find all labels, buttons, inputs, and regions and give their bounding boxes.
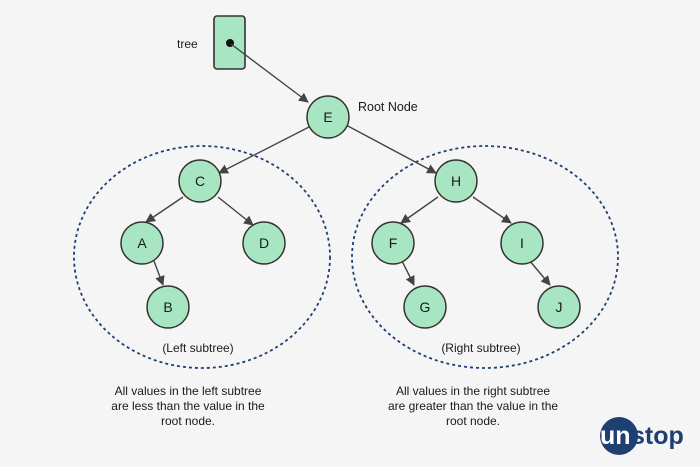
node-E: E xyxy=(306,95,350,139)
right-description-line-1: All values in the right subtree xyxy=(396,384,550,398)
logo-text-part2: stop xyxy=(631,422,684,450)
node-D: D xyxy=(242,221,286,265)
edge-E-C xyxy=(218,125,312,174)
edge-F-G xyxy=(401,260,415,286)
left-description-line-2: are less than the value in the xyxy=(111,399,265,413)
root-node-label: Root Node xyxy=(358,100,418,114)
node-label: C xyxy=(195,173,205,189)
left-description-line-1: All values in the left subtree xyxy=(115,384,262,398)
edge-I-J xyxy=(528,259,551,286)
tree-pointer-label: tree xyxy=(177,37,198,51)
node-label: I xyxy=(520,235,524,251)
edge-C-D xyxy=(217,196,254,226)
logo-circle xyxy=(600,417,638,455)
node-I: I xyxy=(500,221,544,265)
node-J: J xyxy=(537,285,581,329)
unstop-logo: un stop xyxy=(600,417,684,455)
left-description-line-3: root node. xyxy=(161,414,215,428)
node-label: H xyxy=(451,173,461,189)
node-C: C xyxy=(178,159,222,203)
edge-C-A xyxy=(145,196,184,223)
node-label: G xyxy=(420,299,431,315)
edge-E-H xyxy=(345,124,437,174)
node-A: A xyxy=(120,221,164,265)
node-label: B xyxy=(163,299,172,315)
edge-A-B xyxy=(153,260,165,286)
edge-H-F xyxy=(400,196,439,224)
edge-tree-E xyxy=(230,43,309,103)
node-F: F xyxy=(371,221,415,265)
node-H: H xyxy=(434,159,478,203)
node-label: F xyxy=(389,235,398,251)
logo-text-part1: un xyxy=(600,422,631,450)
right-description-line-3: root node. xyxy=(446,414,500,428)
right-subtree-caption: (Right subtree) xyxy=(441,341,520,355)
node-label: A xyxy=(137,235,147,251)
right-description-line-2: are greater than the value in the xyxy=(388,399,558,413)
node-B: B xyxy=(146,285,190,329)
left-subtree-caption: (Left subtree) xyxy=(162,341,233,355)
edge-H-I xyxy=(472,196,512,224)
right-subtree-ring xyxy=(351,145,619,369)
node-label: D xyxy=(259,235,269,251)
node-G: G xyxy=(403,285,447,329)
node-label: E xyxy=(323,109,332,125)
node-label: J xyxy=(556,299,563,315)
left-subtree-ring xyxy=(73,145,331,369)
